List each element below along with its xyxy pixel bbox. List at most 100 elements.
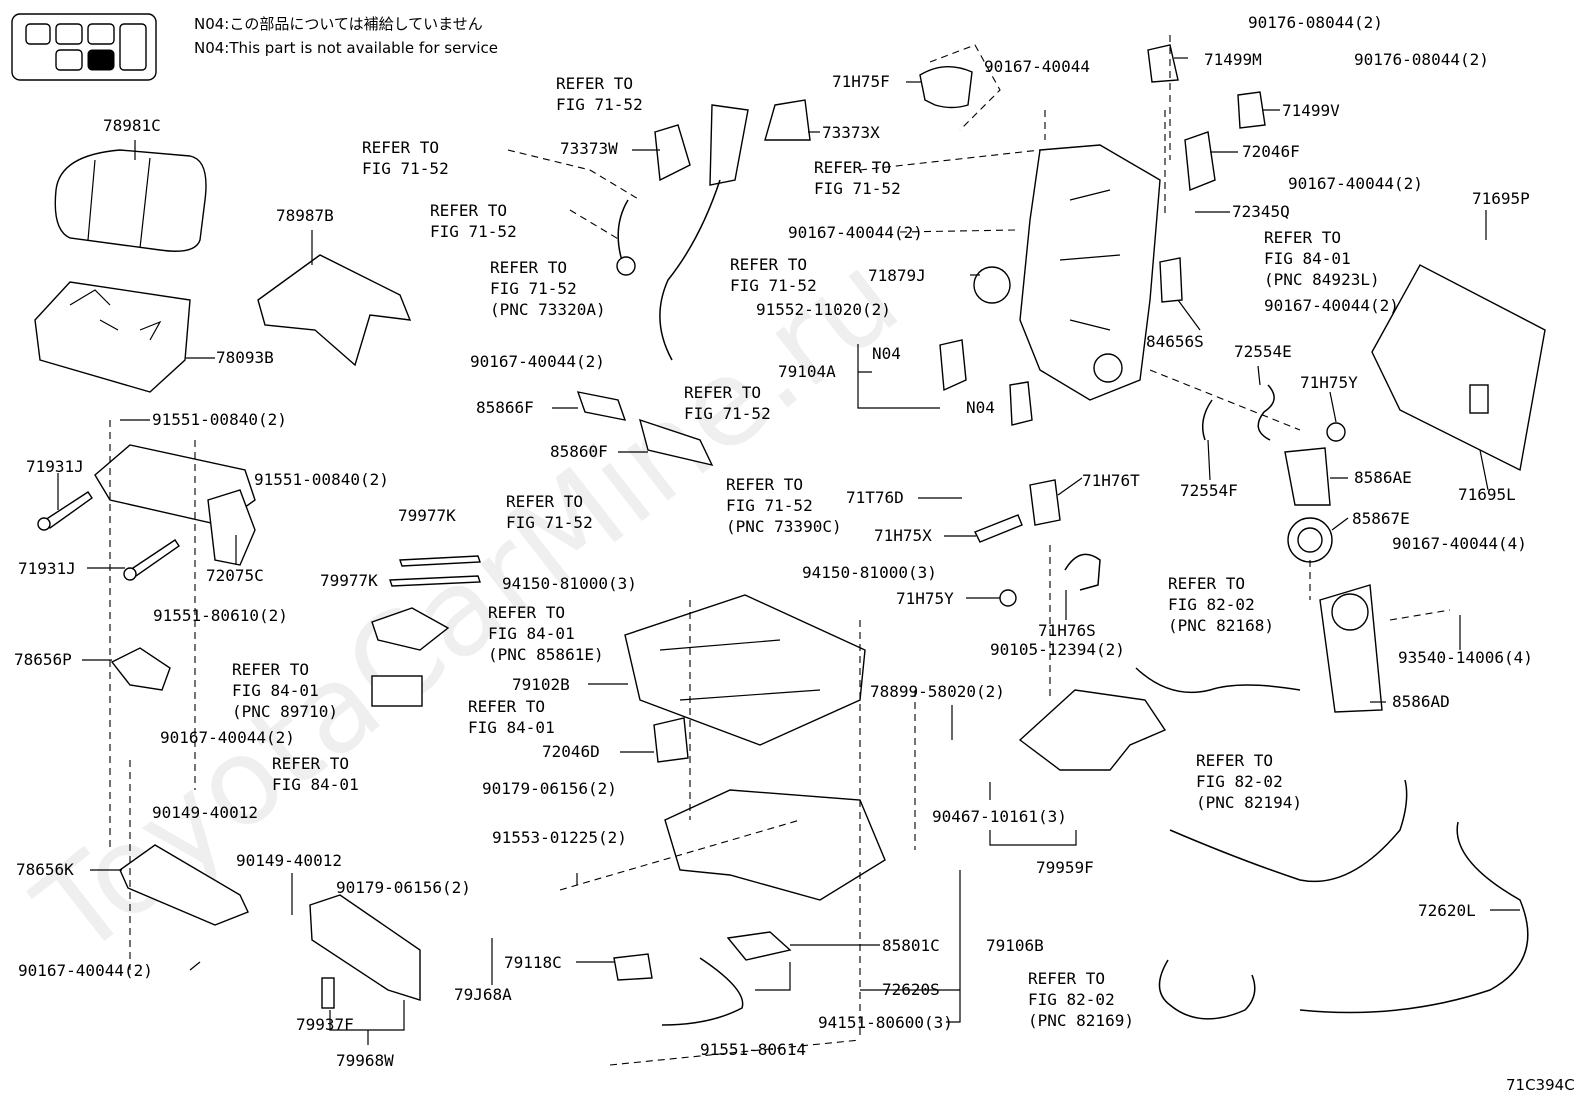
- refer-to-text: REFER TO: [684, 383, 761, 402]
- refer-fig: FIG 71-52: [556, 95, 643, 114]
- refer-fig: FIG 82-02: [1196, 772, 1283, 791]
- refer-pnc: (PNC 84923L): [1264, 270, 1380, 289]
- part-label: 90167-40044(2): [160, 728, 295, 747]
- refer-to-text: REFER TO: [506, 492, 583, 511]
- refer-pnc: (PNC 82194): [1196, 793, 1302, 812]
- part-label: 90149-40012: [236, 851, 342, 870]
- refer-to-text: REFER TO: [490, 258, 567, 277]
- part-label: 90167-40044(2): [18, 961, 153, 980]
- part-label: 71931J: [18, 559, 76, 578]
- part-label: 8586AD: [1392, 692, 1450, 711]
- part-label: 71695P: [1472, 189, 1530, 208]
- part-label: 8586AE: [1354, 468, 1412, 487]
- refer-to-text: REFER TO: [1196, 751, 1273, 770]
- part-label: 94150-81000(3): [502, 574, 637, 593]
- part-label: 94151-80600(3): [818, 1013, 953, 1032]
- part-label: 90467-10161(3): [932, 807, 1067, 826]
- part-label: 79977K: [320, 571, 378, 590]
- refer-fig: FIG 82-02: [1168, 595, 1255, 614]
- refer-to-text: REFER TO: [556, 74, 633, 93]
- part-label: 78656P: [14, 650, 72, 669]
- part-label: 91551-80610(2): [153, 606, 288, 625]
- refer-fig: FIG 84-01: [1264, 249, 1351, 268]
- part-label: 90176-08044(2): [1354, 50, 1489, 69]
- refer-fig: FIG 71-52: [730, 276, 817, 295]
- part-label: 71499M: [1204, 50, 1262, 69]
- part-label: 71H75F: [832, 72, 890, 91]
- refer-to-text: REFER TO: [730, 255, 807, 274]
- part-label: 78656K: [16, 860, 74, 879]
- refer-to-text: REFER TO: [488, 603, 565, 622]
- refer-to-text: REFER TO: [468, 697, 545, 716]
- part-label: 90167-40044(2): [788, 223, 923, 242]
- part-label: 79937F: [296, 1015, 354, 1034]
- part-label: 71879J: [868, 266, 926, 285]
- part-label: 84656S: [1146, 332, 1204, 351]
- refer-to-text: REFER TO: [272, 754, 349, 773]
- part-label: 90149-40012: [152, 803, 258, 822]
- refer-to-labels: REFER TO FIG 71-52 REFER TO FIG 71-52 RE…: [232, 74, 1380, 1030]
- part-label: N04: [872, 344, 901, 363]
- refer-to-text: REFER TO: [430, 201, 507, 220]
- part-label: 79118C: [504, 953, 562, 972]
- refer-fig: FIG 84-01: [488, 624, 575, 643]
- diagram-code: 71C394C: [1506, 1076, 1575, 1094]
- refer-fig: FIG 82-02: [1028, 990, 1115, 1009]
- part-label: 85801C: [882, 936, 940, 955]
- part-label: 72046D: [542, 742, 600, 761]
- part-label: 90167-40044: [984, 57, 1090, 76]
- refer-pnc: (PNC 85861E): [488, 645, 604, 664]
- part-label: 79J68A: [454, 985, 512, 1004]
- part-label: 72554E: [1234, 342, 1292, 361]
- seat-position-icon: [11, 13, 157, 81]
- part-label: 90167-40044(2): [1288, 174, 1423, 193]
- part-labels: 78981C 78987B 78093B 91551-00840(2) 7193…: [14, 13, 1533, 1070]
- part-label: 72620L: [1418, 901, 1476, 920]
- part-label: 78987B: [276, 206, 334, 225]
- part-label: 71695L: [1458, 485, 1516, 504]
- refer-fig: FIG 84-01: [232, 681, 319, 700]
- part-label: 90167-40044(2): [470, 352, 605, 371]
- refer-pnc: (PNC 82169): [1028, 1011, 1134, 1030]
- part-label: 90105-12394(2): [990, 640, 1125, 659]
- refer-to-text: REFER TO: [1264, 228, 1341, 247]
- refer-pnc: (PNC 82168): [1168, 616, 1274, 635]
- refer-to-text: REFER TO: [814, 158, 891, 177]
- part-label: 90179-06156(2): [336, 878, 471, 897]
- part-label: 71H75Y: [1300, 373, 1358, 392]
- part-label: 71931J: [26, 457, 84, 476]
- refer-fig: FIG 71-52: [814, 179, 901, 198]
- part-label: 71499V: [1282, 101, 1340, 120]
- refer-fig: FIG 71-52: [362, 159, 449, 178]
- refer-to-text: REFER TO: [232, 660, 309, 679]
- refer-to-text: REFER TO: [726, 475, 803, 494]
- part-label: 90167-40044(2): [1264, 296, 1399, 315]
- refer-pnc: (PNC 73390C): [726, 517, 842, 536]
- part-label: 71H76T: [1082, 471, 1140, 490]
- part-label: 94150-81000(3): [802, 563, 937, 582]
- leader-lines: [57, 57, 1520, 1045]
- refer-fig: FIG 71-52: [726, 496, 813, 515]
- note-jp: N04:この部品については補給していません: [194, 15, 483, 33]
- part-label: 85867E: [1352, 509, 1410, 528]
- part-label: 73373W: [560, 139, 618, 158]
- part-label: 90167-40044(4): [1392, 534, 1527, 553]
- refer-fig: FIG 71-52: [506, 513, 593, 532]
- part-label: 85866F: [476, 398, 534, 417]
- part-label: 79104A: [778, 362, 836, 381]
- part-label: 72075C: [206, 566, 264, 585]
- part-label: 90176-08044(2): [1248, 13, 1383, 32]
- part-label: 79977K: [398, 506, 456, 525]
- part-label: 85860F: [550, 442, 608, 461]
- refer-to-text: REFER TO: [1168, 574, 1245, 593]
- part-label: 72345Q: [1232, 202, 1290, 221]
- guide-lines: [109, 35, 1451, 1066]
- note-en: N04:This part is not available for servi…: [194, 39, 498, 57]
- part-label: 78899-58020(2): [870, 682, 1005, 701]
- refer-to-text: REFER TO: [362, 138, 439, 157]
- part-label: 71H75Y: [896, 589, 954, 608]
- refer-pnc: (PNC 89710): [232, 702, 338, 721]
- part-label: N04: [966, 398, 995, 417]
